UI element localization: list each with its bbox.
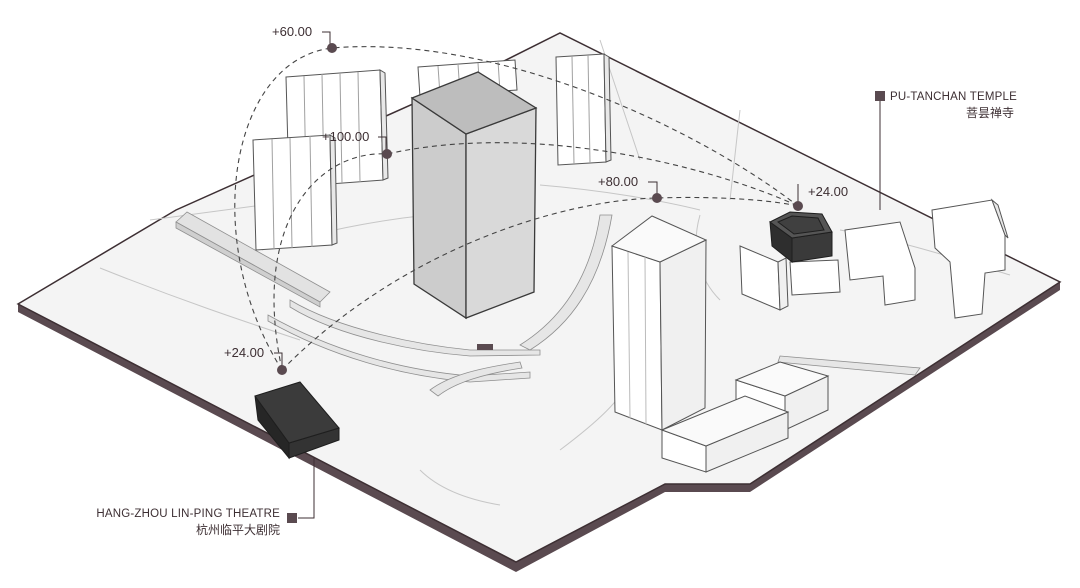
- grey-tower-roof: [410, 71, 538, 135]
- east-road-band: [777, 355, 921, 376]
- elevation-dot-80: [652, 193, 662, 203]
- elevation-dot-60: [327, 43, 337, 53]
- lowrise-blocks-south: [660, 361, 830, 473]
- site-base: [16, 32, 1062, 572]
- sightline-theatre-100: [273, 142, 799, 371]
- theatre-building: [254, 381, 340, 460]
- elevation-dot-theatre: [277, 365, 287, 375]
- theatre-name-cn: 杭州临平大剧院: [196, 522, 280, 537]
- grey-tower: [410, 71, 538, 320]
- temple-callout-marker: [875, 91, 885, 101]
- temple-callout: PU-TANCHAN TEMPLE 菩昙禅寺: [875, 91, 1017, 210]
- elevation-dot-100: [382, 149, 392, 159]
- diagonal-path-2: [267, 314, 531, 383]
- residential-block-east: [555, 53, 612, 166]
- elevation-label-temple: +24.00: [808, 184, 848, 199]
- sightline-theatre-80: [281, 196, 799, 371]
- road-marker: [477, 344, 493, 350]
- theatre-callout-marker: [287, 513, 297, 523]
- temple-name-cn: 菩昙禅寺: [966, 106, 1014, 120]
- river-band-side: [175, 221, 321, 308]
- elevation-label-theatre: +24.00: [224, 345, 264, 360]
- theatre-callout: HANG-ZHOU LIN-PING THEATRE 杭州临平大剧院: [96, 458, 315, 537]
- temple-building: [769, 211, 833, 264]
- elevation-label-60: +60.00: [272, 24, 312, 39]
- white-tower: [610, 215, 708, 431]
- temple-name-en: PU-TANCHAN TEMPLE: [890, 91, 1017, 103]
- diagonal-path-1: [289, 299, 541, 357]
- elevation-label-100: +100.00: [322, 129, 369, 144]
- theatre-name-en: HANG-ZHOU LIN-PING THEATRE: [96, 508, 280, 520]
- elevation-markers: [274, 31, 799, 366]
- elevation-label-80: +80.00: [598, 174, 638, 189]
- elevation-dot-temple: [793, 201, 803, 211]
- sightline-theatre-60: [234, 46, 799, 371]
- residential-block-west: [252, 134, 338, 251]
- lowrise-blocks-east: [739, 198, 1009, 319]
- grey-tower-right-face: [465, 107, 537, 319]
- loop-path: [429, 361, 523, 397]
- sightlines: [234, 46, 799, 371]
- curved-path: [519, 214, 613, 351]
- grey-tower-left-face: [411, 96, 467, 320]
- elevation-dots: [277, 43, 803, 375]
- road-bands: [175, 211, 921, 397]
